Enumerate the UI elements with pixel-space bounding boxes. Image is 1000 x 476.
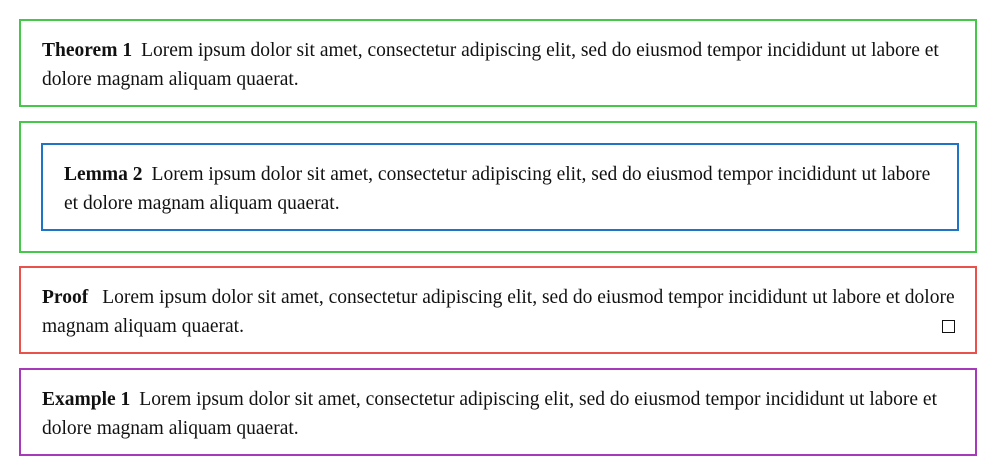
qed-square-icon	[942, 320, 955, 333]
theorem-heading: Theorem 1	[42, 40, 133, 61]
proof-heading: Proof	[42, 287, 89, 308]
example-heading: Example 1	[42, 389, 131, 410]
theorem-body: Lorem ipsum dolor sit amet, consectetur …	[42, 40, 939, 90]
lemma-heading: Lemma 2	[64, 164, 143, 185]
proof-body: Lorem ipsum dolor sit amet, consectetur …	[42, 287, 955, 337]
lemma-body: Lorem ipsum dolor sit amet, consectetur …	[64, 164, 931, 214]
example-body: Lorem ipsum dolor sit amet, consectetur …	[42, 389, 937, 439]
